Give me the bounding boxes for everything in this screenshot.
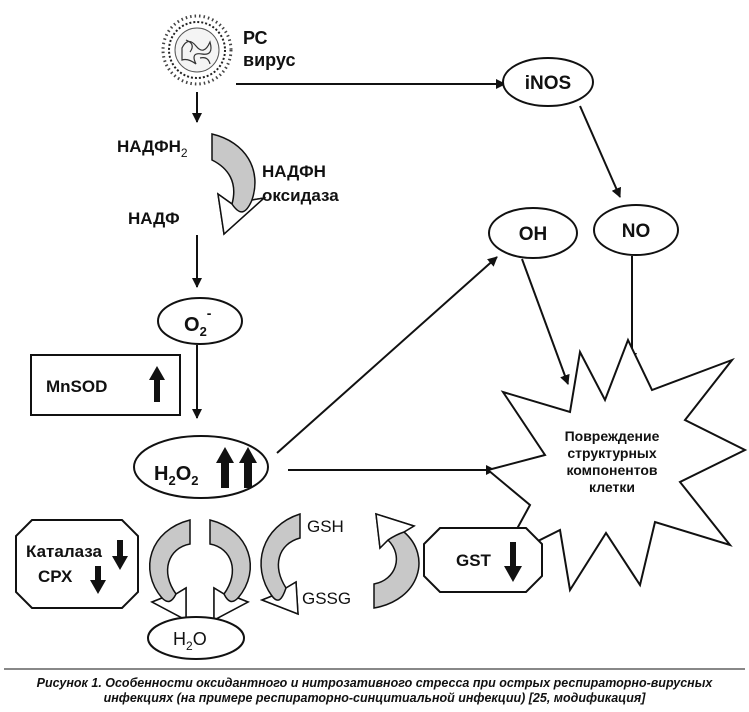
hydroxyl-node [488,207,578,259]
gst-label: GST [456,551,492,570]
gsh-label: GSH [307,517,344,536]
damage-label-line2: структурных [567,445,657,461]
peroxidase-curved-arrow [209,519,252,622]
arrow-inos-no [579,105,621,198]
virus-label-line1: РС [243,28,268,48]
nadph-oxidase-label-line2: оксидаза [262,186,339,205]
superoxide-node [157,297,243,345]
catalase-curved-arrow [148,519,191,622]
nadph2-label: НАДФН2 [117,137,188,160]
water-node [147,616,245,660]
h2o2-label: H2O2 [154,463,198,488]
mnsod-label: MnSOD [46,377,107,396]
superoxide-label: O2- [184,305,212,339]
nadph-oxidase-label-line1: НАДФН [262,162,326,181]
catalase-cpx-box [15,519,139,609]
h2o2-up-arrow-icon-1 [216,447,234,488]
inos-label: iNOS [525,73,571,94]
inos-node [502,57,594,107]
arrow-h2o2-oh [276,256,498,454]
mnsod-up-arrow-icon [149,366,165,402]
water-label: H2O [173,629,207,653]
h2o2-up-arrow-icon-2 [239,447,257,488]
gst-down-arrow-icon [504,542,522,582]
cpx-label: СРХ [38,567,73,586]
damage-label-line4: клетки [589,479,635,495]
figure-caption: Рисунок 1. Особенности оксидантного и ни… [8,676,741,706]
damage-label-line3: компонентов [566,462,657,478]
gssg-label: GSSG [302,589,351,608]
virus-label-line2: вирус [243,50,295,70]
nitric-oxide-label: NO [622,221,651,242]
catalase-down-arrow-icon [112,540,128,570]
cpx-down-arrow-icon [90,566,106,594]
catalase-label: Каталаза [26,542,103,561]
damage-label-line1: Повреждение [565,428,660,444]
h2o2-node [133,435,269,499]
arrow-oh-damage [521,258,570,385]
nadp-label: НАДФ [128,209,180,228]
cell-damage-starburst [485,337,748,593]
nitric-oxide-node [593,204,679,256]
caption-line2: инфекциях (на примере респираторно-синци… [103,691,646,705]
glutathione-curved-arrow [259,512,301,616]
hydroxyl-label: OH [519,224,548,245]
caption-line1: Рисунок 1. Особенности оксидантного и ни… [36,676,713,690]
virus-icon [161,14,233,86]
gst-curved-arrow [373,512,420,609]
